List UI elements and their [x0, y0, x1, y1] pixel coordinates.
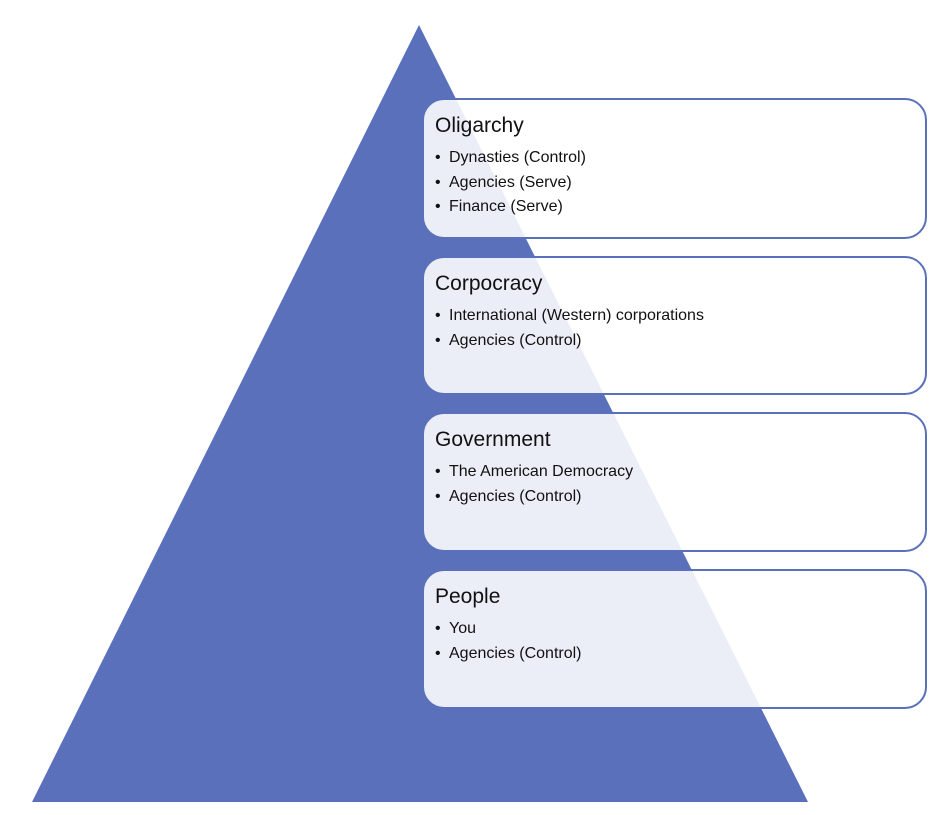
- level-government: Government • The American Democracy • Agen…: [422, 412, 927, 552]
- list-item: • Dynasties (Control): [435, 146, 925, 171]
- list-item: • Finance (Serve): [435, 195, 925, 220]
- bullet-icon: •: [435, 620, 441, 637]
- bullet-icon: •: [435, 149, 441, 166]
- item-text: Agencies (Control): [449, 644, 582, 662]
- level-oligarchy: Oligarchy • Dynasties (Control) • Agencies…: [422, 98, 927, 239]
- level-title: People: [435, 585, 501, 608]
- level-title: Oligarchy: [435, 114, 524, 137]
- bullet-icon: •: [435, 487, 441, 505]
- bullet-icon: •: [435, 331, 441, 349]
- level-corpocracy: Corpocracy • International (Western) corp…: [422, 256, 927, 395]
- list-item: • International (Western) corporations: [435, 304, 925, 329]
- list-item: • The American Democracy: [435, 460, 925, 485]
- level-title: Government: [435, 428, 551, 451]
- item-text: Agencies (Control): [449, 331, 582, 349]
- bullet-icon: •: [435, 644, 441, 662]
- item-text: The American Democracy: [449, 463, 634, 480]
- list-item: • Agencies (Serve): [435, 171, 925, 196]
- bullet-icon: •: [435, 307, 441, 324]
- level-items: • International (Western) corporations • A…: [435, 304, 925, 353]
- item-text: Dynasties (Control): [449, 149, 586, 166]
- bullet-icon: •: [435, 198, 441, 215]
- item-text: Agencies (Control): [449, 487, 582, 505]
- level-items: • The American Democracy • Agencies (Contr…: [435, 460, 925, 509]
- level-items: • Dynasties (Control) • Agencies (Serve) •…: [435, 146, 925, 220]
- bullet-icon: •: [435, 173, 441, 191]
- list-item: • You: [435, 617, 925, 642]
- item-text: Finance (Serve): [449, 198, 563, 215]
- level-items: • You • Agencies (Control): [435, 617, 925, 666]
- level-people: People • You • Agencies (Control): [422, 569, 927, 709]
- list-item: • Agencies (Control): [435, 642, 925, 667]
- list-item: • Agencies (Control): [435, 329, 925, 354]
- item-text: You: [449, 620, 476, 637]
- level-title: Corpocracy: [435, 272, 543, 295]
- bullet-icon: •: [435, 463, 441, 480]
- list-item: • Agencies (Control): [435, 485, 925, 510]
- item-text: International (Western) corporations: [449, 307, 704, 324]
- item-text: Agencies (Serve): [449, 173, 572, 191]
